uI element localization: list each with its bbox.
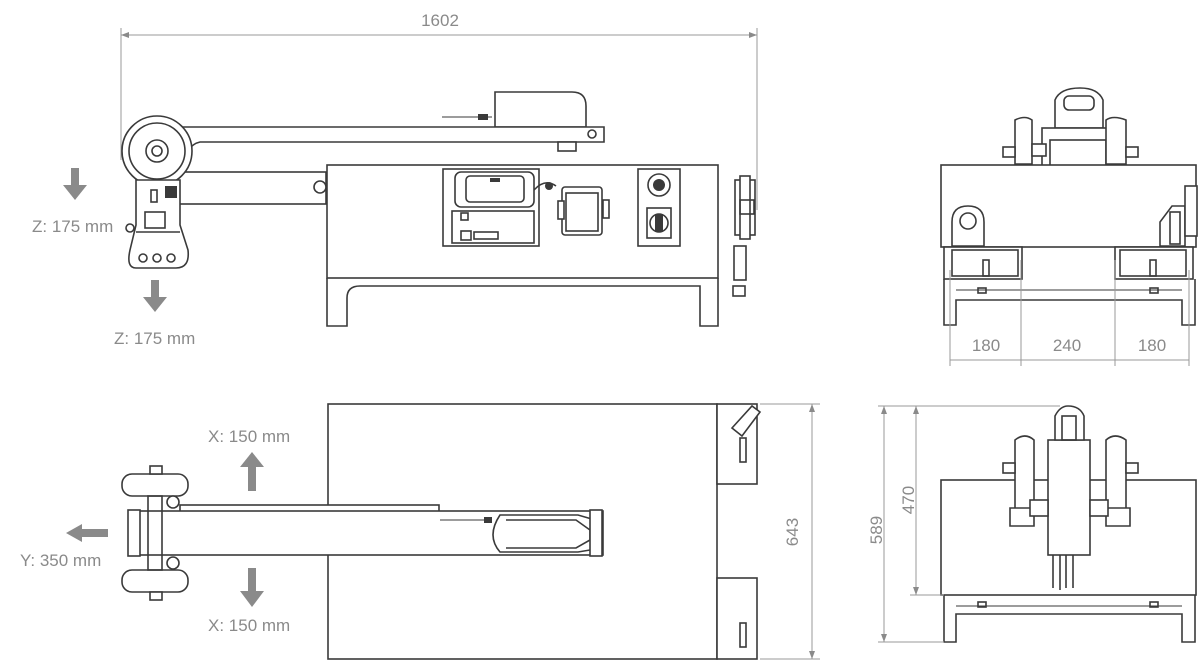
z-up-label: Z: 175 mm <box>32 217 113 236</box>
front-middle-width-label: 240 <box>1053 336 1081 355</box>
upper-arm <box>151 126 605 169</box>
front-view: 180 240 180 <box>940 87 1198 366</box>
rear-view: 589 470 <box>867 405 1197 643</box>
rear-column <box>1047 439 1091 556</box>
rear-height-dimensions: 589 470 <box>867 405 1060 643</box>
plan-view: 643 X: 150 mm X: 150 mm Y: 350 mm <box>20 403 820 660</box>
wheel <box>121 115 193 187</box>
z-axis-arrows: Z: 175 mm Z: 175 mm <box>32 168 195 348</box>
plan-wheel-bottom <box>121 569 189 593</box>
plan-width-label: 643 <box>783 518 802 546</box>
side-view: 1602 <box>32 11 758 348</box>
xy-axis-arrows: X: 150 mm X: 150 mm Y: 350 mm <box>20 427 290 635</box>
rear-inner-height-label: 470 <box>899 486 918 514</box>
front-left-width-label: 180 <box>972 336 1000 355</box>
x-up-label: X: 150 mm <box>208 427 290 446</box>
overall-length-dimension: 1602 <box>120 11 758 210</box>
plan-wheel-top <box>121 473 189 497</box>
x-down-label: X: 150 mm <box>208 616 290 635</box>
junction-box <box>561 186 603 236</box>
rear-height-label: 589 <box>867 516 886 544</box>
overall-length-label: 1602 <box>421 11 459 30</box>
front-right-width-label: 180 <box>1138 336 1166 355</box>
arm-motor-housing <box>494 91 587 128</box>
lower-arm <box>177 171 327 205</box>
y-left-label: Y: 350 mm <box>20 551 101 570</box>
plan-width-dimension: 643 <box>760 403 820 660</box>
z-down-label: Z: 175 mm <box>114 329 195 348</box>
front-width-dimensions: 180 240 180 <box>949 260 1190 366</box>
